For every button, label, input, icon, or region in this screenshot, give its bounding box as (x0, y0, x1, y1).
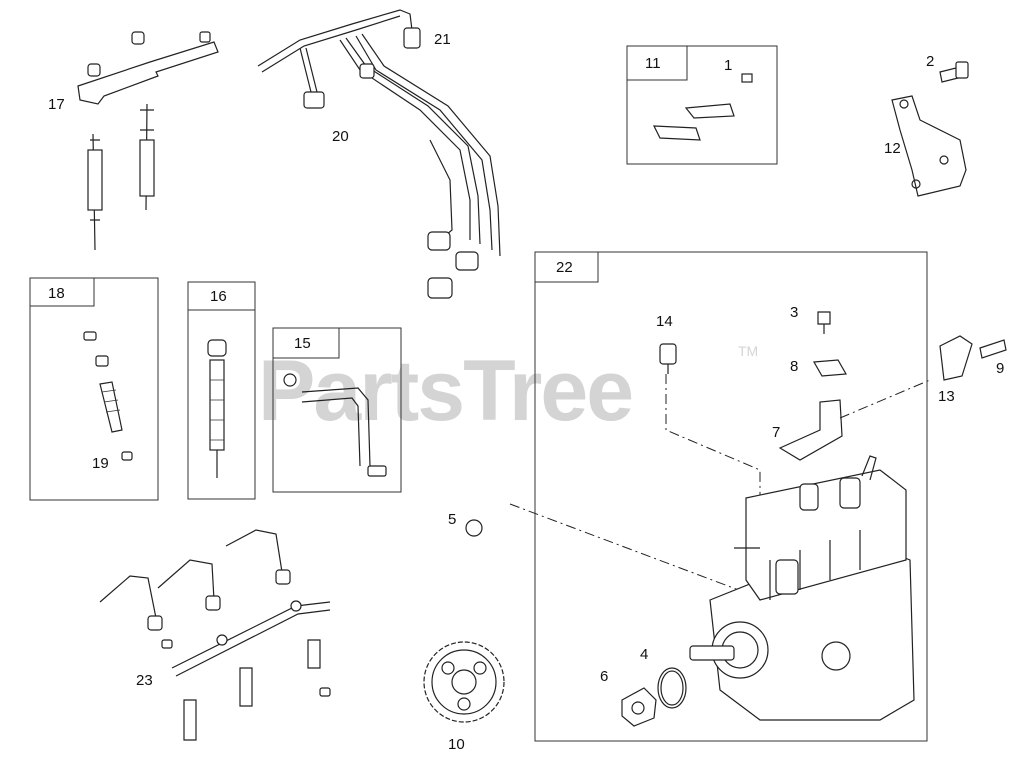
callout-9[interactable]: 9 (996, 360, 1004, 377)
callout-4[interactable]: 4 (640, 646, 648, 663)
group-box-22[interactable]: 22 (534, 251, 928, 742)
group-box-15[interactable]: 15 (272, 327, 402, 493)
callout-2[interactable]: 2 (926, 53, 934, 70)
callout-21[interactable]: 21 (434, 31, 451, 48)
part-2-bolt[interactable]: 2 (926, 53, 969, 83)
part-22-injection-pump[interactable] (689, 455, 915, 721)
watermark: PartsTree TM (258, 343, 758, 439)
part-12-bracket[interactable]: 12 (884, 95, 967, 197)
part-5-nut[interactable]: 5 (448, 503, 761, 599)
part-14-valve[interactable]: 14 (656, 313, 761, 500)
callout-11[interactable]: 11 (645, 55, 661, 72)
part-15-hose[interactable] (283, 373, 387, 477)
callout-23[interactable]: 23 (136, 672, 153, 689)
callout-7[interactable]: 7 (772, 424, 780, 441)
callout-13[interactable]: 13 (938, 388, 955, 405)
group-box-16[interactable]: 16 (187, 281, 256, 500)
part-7-bracket[interactable]: 7 (772, 379, 931, 461)
callout-14[interactable]: 14 (656, 313, 673, 330)
callout-19[interactable]: 19 (92, 455, 109, 472)
callout-12[interactable]: 12 (884, 140, 901, 157)
group-box-18[interactable]: 18 (29, 277, 159, 501)
part-23-leakoff-assembly[interactable]: 23 (99, 529, 331, 741)
part-8-clip[interactable]: 8 (790, 358, 847, 377)
part-16-injector[interactable] (207, 339, 227, 478)
part-13-bracket[interactable]: 13 (938, 335, 973, 405)
callout-22[interactable]: 22 (556, 259, 573, 276)
callout-10[interactable]: 10 (448, 736, 465, 753)
part-19-nozzle-parts[interactable]: 19 (83, 331, 133, 472)
part-9-bolt[interactable]: 9 (979, 339, 1007, 377)
callout-8[interactable]: 8 (790, 358, 798, 375)
callout-15[interactable]: 15 (294, 335, 311, 352)
part-17-plate-and-plugs[interactable]: 17 (48, 31, 219, 251)
watermark-tm: TM (738, 343, 758, 359)
callout-16[interactable]: 16 (210, 288, 227, 305)
callout-1[interactable]: 1 (724, 57, 732, 74)
callout-6[interactable]: 6 (600, 668, 608, 685)
part-4-o-ring[interactable]: 4 (640, 646, 687, 709)
part-3-screw[interactable]: 3 (790, 304, 831, 334)
callout-5[interactable]: 5 (448, 511, 456, 528)
callout-17[interactable]: 17 (48, 96, 65, 113)
callout-20[interactable]: 20 (332, 128, 349, 145)
part-10-gear[interactable]: 10 (423, 641, 505, 753)
part-1-clips[interactable]: 1 (653, 57, 753, 141)
part-6-nut[interactable]: 6 (600, 668, 657, 727)
callout-3[interactable]: 3 (790, 304, 798, 321)
part-20-21-injection-pipes[interactable]: 20 21 (257, 9, 501, 299)
group-box-11[interactable]: 11 (626, 45, 778, 165)
callout-18[interactable]: 18 (48, 285, 65, 302)
